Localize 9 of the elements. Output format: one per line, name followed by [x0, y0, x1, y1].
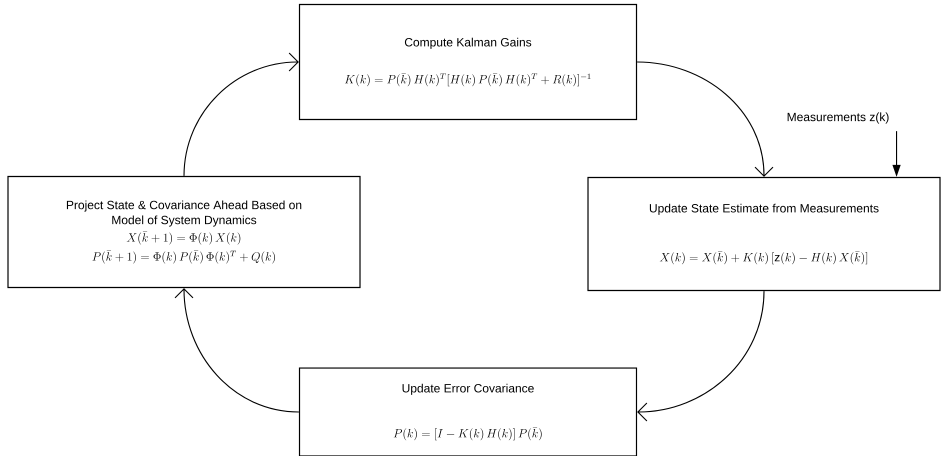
arrow [183, 52, 299, 176]
process-box: Project State & Covariance Ahead Based on Model of System Dynamics $X(\bar{k}+1) = \Phi(k)\, X(k)$ $P(\bar{k}+1) = \Phi(k)\, P(\bar{k})\, \Phi(k)^T + Q(k)$ [7, 176, 361, 288]
process-box: Update State Estimate from Measurements $X(k) = X(\bar{k}) + K(k)\, [\mathrm{z}(k) - H(k)\, X(\bar{k})]$ [587, 176, 941, 292]
process-box: Update Error Covariance $P(k) = [I - K(k)\, H(k)]\, P(\bar{k})$ [298, 367, 638, 456]
arrow [637, 291, 765, 422]
input-label: Measurements z(k) [788, 112, 889, 124]
arrow [174, 288, 299, 413]
arrow [637, 61, 774, 177]
process-box: Compute Kalman Gains $K(k) = P(\bar{k})\, H(k)^T [H(k)\, P(\bar{k})\, H(k)^T + R(k)]^{-1}$ [298, 4, 638, 120]
